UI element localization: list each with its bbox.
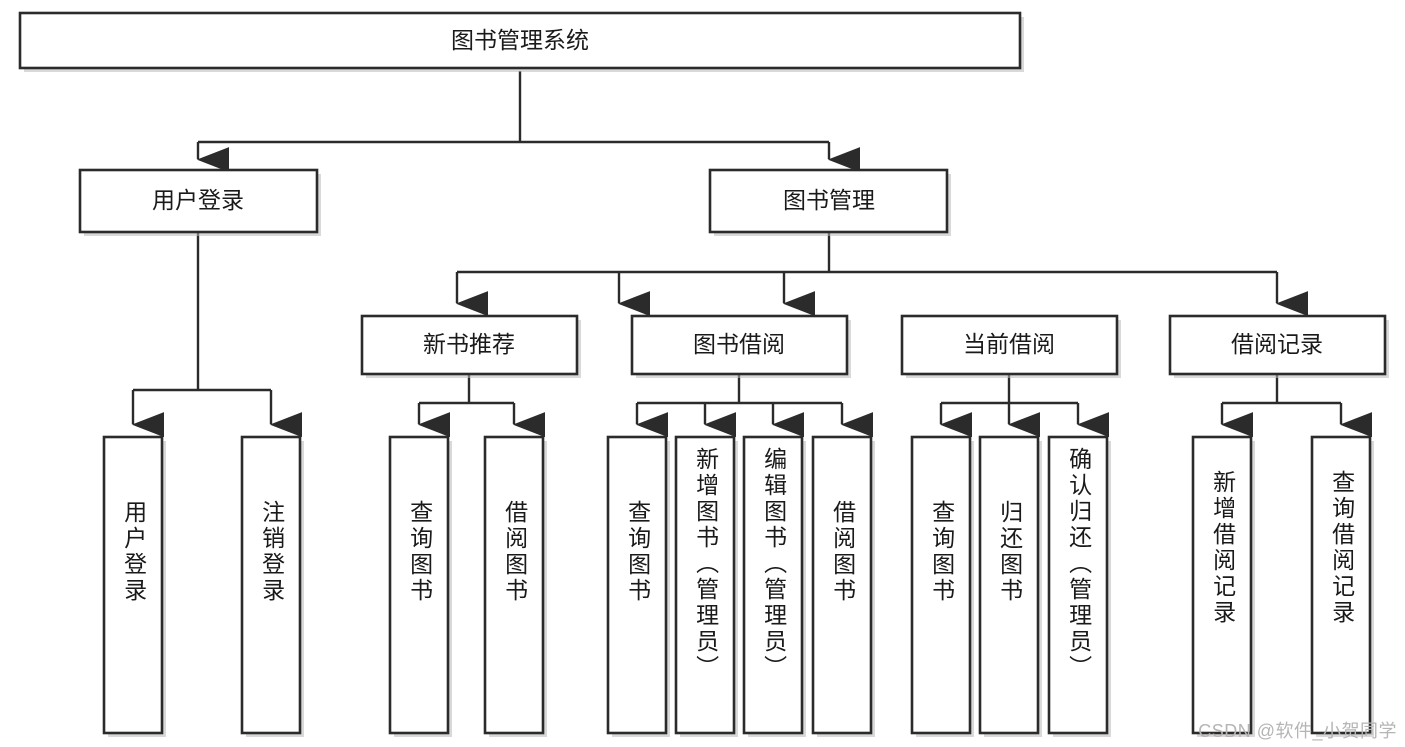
node-current-borrow[interactable]: 当前借阅	[900, 314, 1121, 378]
leaf-node[interactable]	[1310, 435, 1374, 737]
leaf-node[interactable]	[483, 435, 547, 737]
node-user-login-label: 用户登录	[152, 187, 244, 213]
leaf-node[interactable]	[606, 435, 670, 737]
node-user-login[interactable]: 用户登录	[78, 168, 321, 236]
connector-newbook-to-leaves	[417, 375, 546, 438]
connector-records-to-leaves	[1220, 375, 1373, 438]
leaf-node[interactable]	[102, 435, 166, 737]
node-new-book-recommend-label: 新书推荐	[423, 331, 515, 357]
connector-userlogin-to-leaves	[131, 233, 303, 438]
leaf-node[interactable]	[388, 435, 452, 737]
connector-bookmgmt-to-level3	[455, 233, 1309, 317]
leaf-node[interactable]	[910, 435, 974, 737]
leaf-node[interactable]	[811, 435, 875, 737]
node-book-management[interactable]: 图书管理	[708, 168, 951, 236]
connector-borrow-to-leaves	[635, 375, 874, 438]
node-book-borrow[interactable]: 图书借阅	[630, 314, 851, 378]
node-book-borrow-label: 图书借阅	[693, 331, 785, 357]
node-root[interactable]: 图书管理系统	[18, 11, 1024, 72]
leaf-node[interactable]	[1191, 435, 1255, 737]
node-new-book-recommend[interactable]: 新书推荐	[360, 314, 581, 378]
leaf-node[interactable]	[978, 435, 1042, 737]
leaf-node[interactable]	[674, 435, 738, 737]
connector-root-to-level2	[196, 71, 861, 173]
leaf-node[interactable]	[742, 435, 806, 737]
connector-current-to-leaves	[939, 375, 1110, 438]
node-root-label: 图书管理系统	[451, 27, 589, 53]
node-current-borrow-label: 当前借阅	[963, 331, 1055, 357]
node-borrow-records-label: 借阅记录	[1231, 331, 1323, 357]
csdn-watermark: CSDN @软件_小贺同学	[1198, 721, 1397, 741]
leaf-node[interactable]	[240, 435, 304, 737]
leaf-node[interactable]	[1047, 435, 1111, 737]
node-book-management-label: 图书管理	[783, 187, 875, 213]
node-borrow-records[interactable]: 借阅记录	[1168, 314, 1389, 378]
